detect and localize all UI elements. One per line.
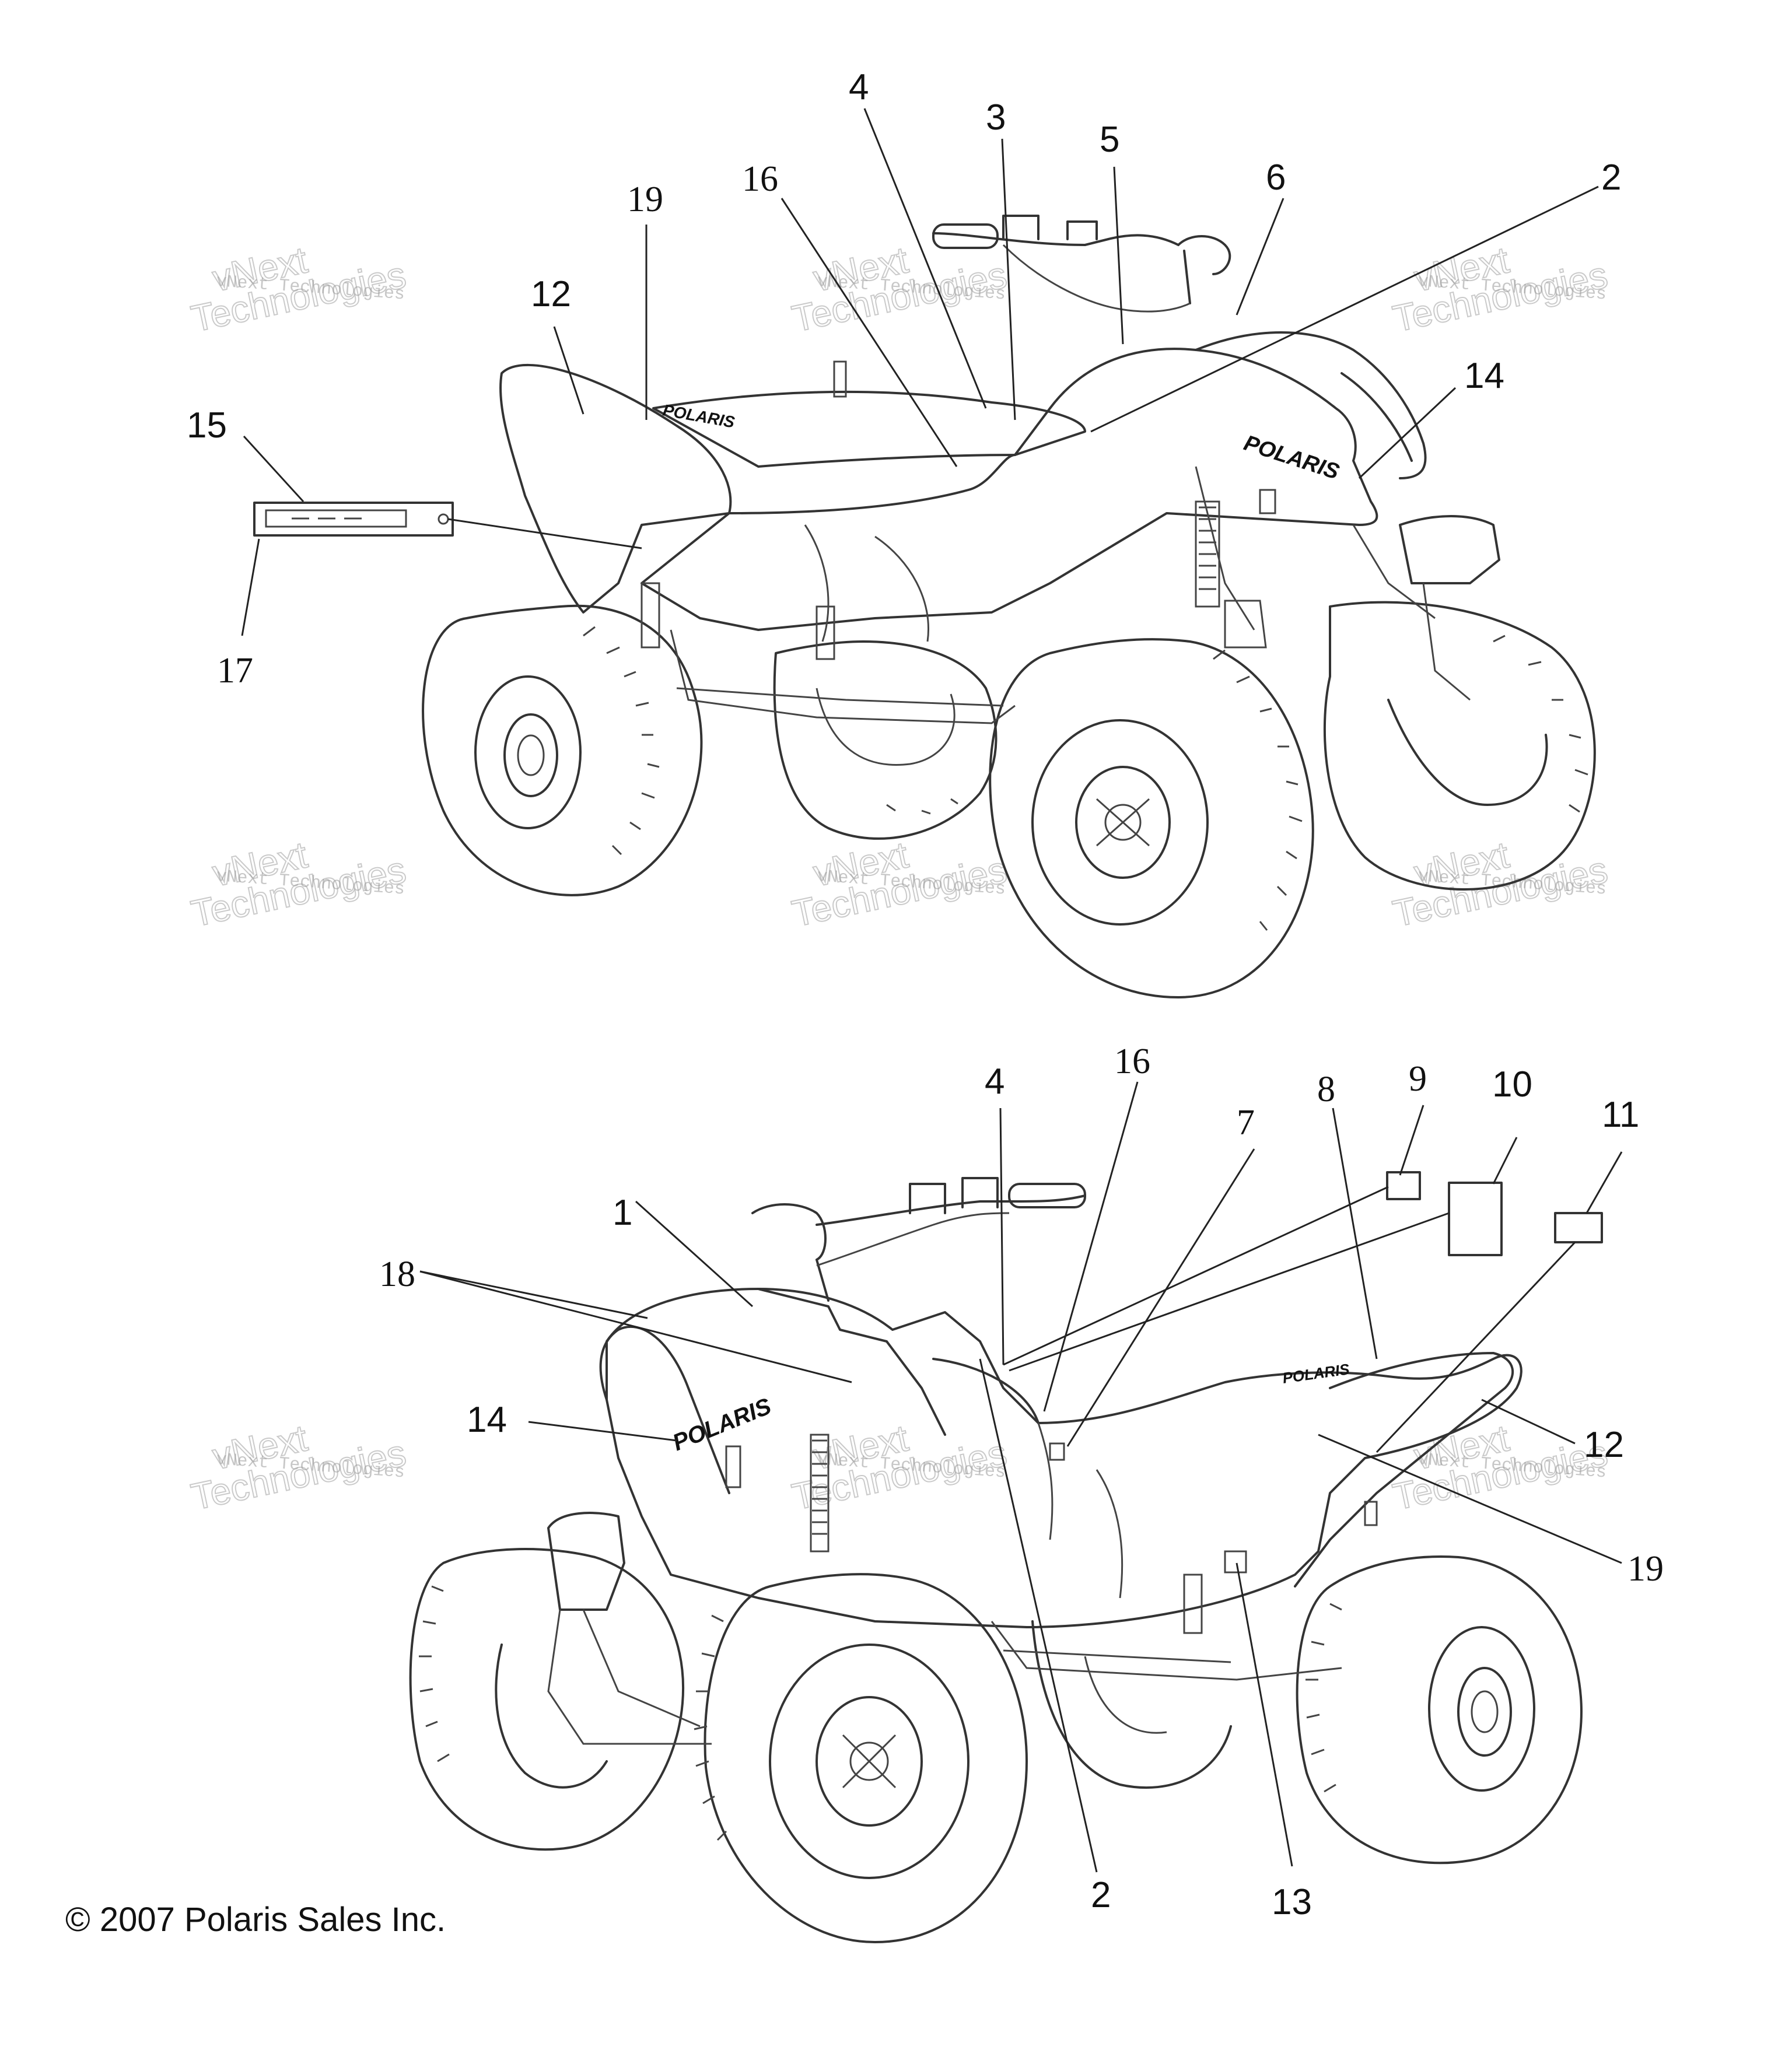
leader-top-5: [1113, 166, 1124, 345]
bottom-atv-illustration: POLARIS POLARIS: [409, 1177, 1583, 1943]
leader-top-15: [243, 435, 304, 503]
leader-decal-9: [1003, 1186, 1389, 1366]
leader-bottom-7: [1066, 1148, 1255, 1447]
callout-top-5: 5: [1100, 120, 1119, 160]
callout-top-15: 15: [187, 405, 227, 446]
bottom-decal-13: [1224, 1550, 1247, 1574]
leader-bottom-11: [1586, 1151, 1623, 1214]
top-handlebars: [932, 215, 1231, 313]
top-rear-fender-logo: POLARIS: [662, 401, 736, 431]
decal-9-box: [1386, 1171, 1421, 1200]
top-rear-wheel: [422, 604, 703, 896]
callout-top-2: 2: [1601, 157, 1621, 198]
bottom-shock-spring: [810, 1434, 830, 1553]
bottom-front-bumper: [547, 1512, 625, 1611]
callout-bottom-18: 18: [379, 1254, 415, 1294]
leader-bottom-18a: [419, 1270, 852, 1383]
top-far-rear-wheel: [773, 640, 998, 840]
top-leader-lines: [241, 108, 1599, 636]
leader-decal-11: [1376, 1241, 1576, 1453]
callout-bottom-4: 4: [985, 1061, 1005, 1102]
bottom-leader-lines: [419, 1081, 1623, 1873]
top-shock-spring: [1195, 500, 1220, 608]
top-front-wheel: [989, 638, 1314, 998]
bottom-rear-wheel: [1296, 1555, 1583, 1865]
bottom-body: [547, 1288, 1522, 1745]
callout-bottom-8: 8: [1317, 1070, 1335, 1109]
callout-bottom-12: 12: [1584, 1425, 1624, 1465]
callout-top-19: 19: [627, 180, 663, 219]
decal-10-box: [1448, 1182, 1503, 1256]
leader-bottom-1: [635, 1200, 754, 1308]
leader-bottom-13: [1236, 1562, 1293, 1867]
callout-bottom-13: 13: [1272, 1882, 1312, 1922]
callout-bottom-11: 11: [1602, 1095, 1639, 1135]
callout-top-14: 14: [1464, 356, 1504, 396]
bottom-front-wheel: [694, 1573, 1028, 1943]
callout-bottom-9: 9: [1409, 1059, 1427, 1099]
leader-bottom-14: [528, 1421, 677, 1442]
callout-bottom-7: 7: [1237, 1103, 1255, 1143]
callout-top-17: 17: [217, 651, 253, 691]
top-front-bumper: [1399, 515, 1500, 584]
bottom-handlebars: [751, 1177, 1086, 1302]
bottom-front-fender-logo: POLARIS: [669, 1393, 775, 1456]
callout-bottom-10: 10: [1492, 1064, 1532, 1105]
loose-decals: [1386, 1171, 1603, 1256]
callout-top-6: 6: [1266, 157, 1286, 198]
leader-top-16: [780, 198, 958, 467]
callout-bottom-1: 1: [612, 1193, 632, 1233]
bottom-far-front-wheel: [409, 1548, 685, 1851]
leader-bottom-10: [1492, 1137, 1518, 1185]
leader-bottom-8: [1332, 1108, 1378, 1359]
leader-top-14: [1358, 387, 1457, 479]
top-front-fender-logo: POLARIS: [1241, 431, 1342, 485]
watermark-group: vNext Technologies vNext Technologies vN…: [187, 238, 1612, 1519]
leader-top-17: [241, 538, 260, 636]
decal-15-17: [253, 502, 642, 549]
top-far-front-wheel: [1323, 601, 1596, 891]
leader-bottom-19: [1318, 1434, 1622, 1564]
callout-top-12: 12: [531, 274, 571, 314]
callout-top-4: 4: [849, 67, 869, 107]
leader-bottom-12: [1481, 1399, 1576, 1445]
leader-decal-10: [1009, 1212, 1450, 1372]
leader-top-6: [1236, 198, 1284, 316]
top-body: [499, 331, 1500, 724]
leader-top-4: [863, 108, 987, 409]
decal-11-box: [1554, 1212, 1603, 1243]
leader-bottom-18b: [419, 1270, 648, 1319]
callout-bottom-16: 16: [1114, 1042, 1150, 1081]
leader-bottom-2: [979, 1358, 1098, 1873]
bottom-callouts: 4 16 7 8 9 10 11 1 18 14 12 19 2 13: [379, 1042, 1664, 1922]
leader-bottom-9: [1399, 1105, 1424, 1176]
top-callouts: 4 3 5 6 2 16 19 12 14 15 17: [187, 67, 1621, 691]
leader-top-12: [553, 326, 584, 415]
decal-15-inner: [265, 509, 407, 528]
callout-top-3: 3: [986, 97, 1006, 138]
leader-top-2: [1090, 185, 1599, 433]
callout-bottom-14: 14: [467, 1400, 507, 1440]
leader-top-3: [1001, 138, 1016, 420]
callout-bottom-19: 19: [1628, 1549, 1664, 1589]
leader-bottom-4: [999, 1108, 1005, 1365]
callout-bottom-2: 2: [1091, 1875, 1111, 1915]
callout-top-16: 16: [742, 159, 778, 199]
bottom-far-rear-wheel: [1031, 1620, 1232, 1789]
leader-bottom-16: [1043, 1081, 1139, 1412]
copyright-notice: © 2007 Polaris Sales Inc.: [65, 1901, 446, 1939]
